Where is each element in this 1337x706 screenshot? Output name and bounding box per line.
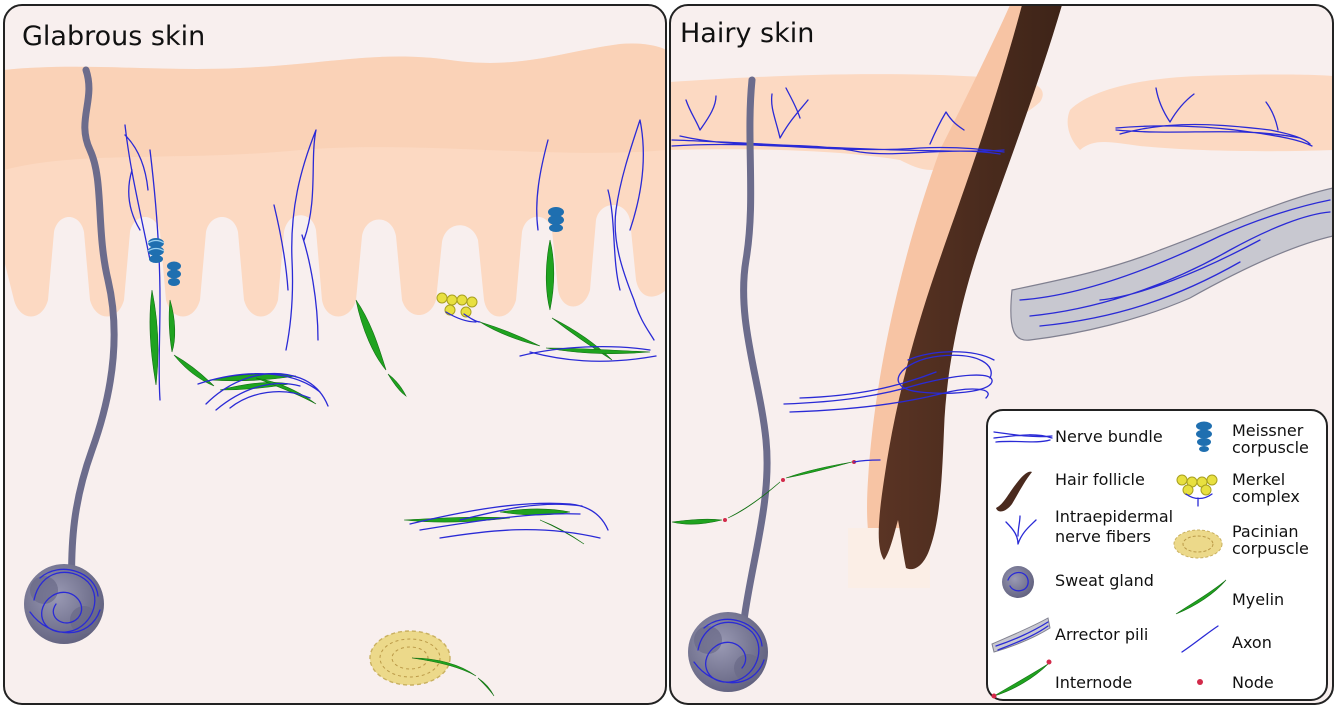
legend-label-internode: Internode <box>1055 673 1132 692</box>
legend-label-axon: Axon <box>1232 633 1272 652</box>
legend-label-myelin: Myelin <box>1232 590 1284 609</box>
legend-label-hair-follicle: Hair follicle <box>1055 470 1145 489</box>
glabrous-meissner-corpuscle-2 <box>167 262 181 287</box>
glabrous-title: Glabrous skin <box>22 21 205 52</box>
hairy-title: Hairy skin <box>680 18 814 49</box>
hairy-sweat-gland <box>688 612 768 692</box>
legend-label-node: Node <box>1232 673 1274 692</box>
legend-label-arrector-pili: Arrector pili <box>1055 625 1148 644</box>
glabrous-meissner-corpuscle-1 <box>148 238 164 263</box>
glabrous-sweat-gland <box>24 564 104 644</box>
glabrous-meissner-corpuscle-3 <box>548 207 564 232</box>
node-icon <box>1197 679 1203 685</box>
pacinian-icon <box>1174 530 1222 558</box>
glabrous-skin-panel: Glabrous skin <box>4 5 666 704</box>
legend-label-nerve-bundle: Nerve bundle <box>1055 427 1163 446</box>
sweat-gland-icon <box>1002 566 1034 598</box>
legend-label-sweat-gland: Sweat gland <box>1055 571 1154 590</box>
